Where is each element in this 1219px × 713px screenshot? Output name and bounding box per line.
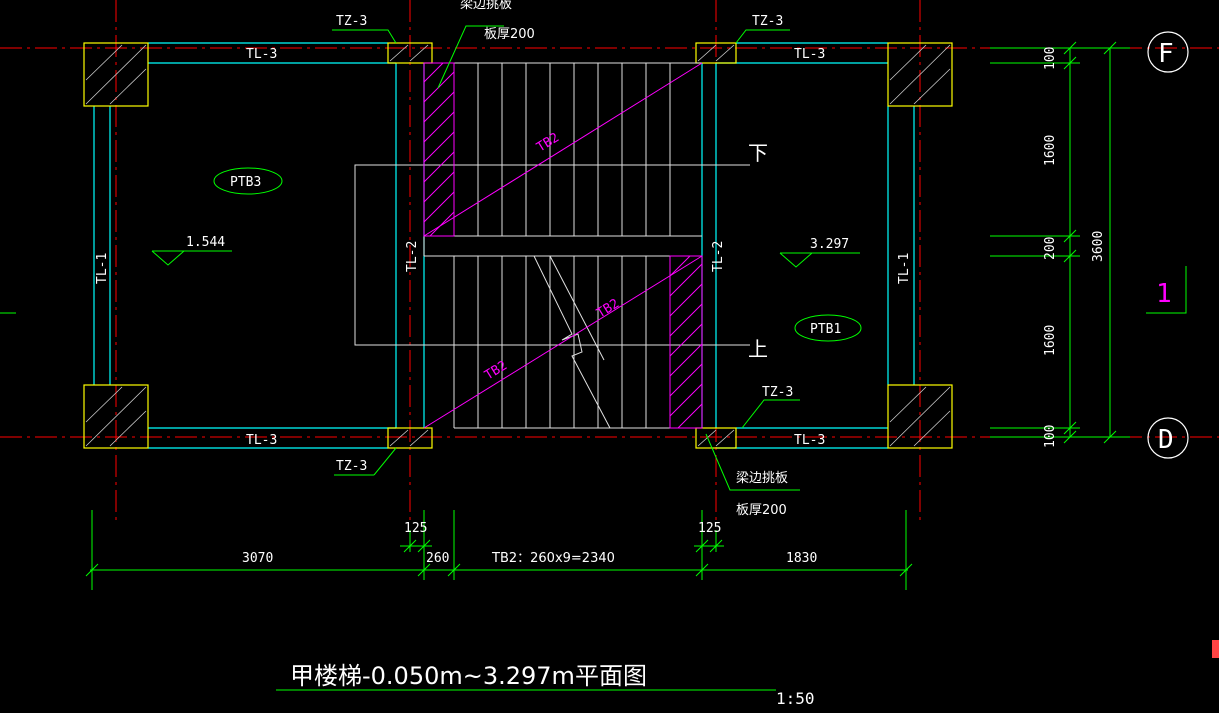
level-right-label: 3.297 — [810, 237, 849, 252]
dimension-lines — [0, 41, 1187, 691]
text-labels: TZ-3 TZ-3 TZ-3 TZ-3 TL-3 TL-3 TL-3 TL-3 … — [95, 0, 1174, 708]
axis-bubble-f — [1147, 31, 1189, 73]
beam-slab-top-label-2: 板厚200 — [484, 27, 535, 42]
axis-bubble-d — [1147, 417, 1189, 459]
level-markers — [151, 167, 862, 342]
tz3-top-right-label: TZ-3 — [752, 14, 783, 29]
drawing-title: 甲楼梯-0.050m~3.297m平面图 — [290, 662, 647, 690]
down-label: 下 — [748, 141, 768, 165]
dim-right-bay: 1830 — [786, 551, 817, 566]
dim-right-200: 200 — [1043, 237, 1058, 260]
dim-right-1600-top: 1600 — [1043, 135, 1058, 166]
tl3-top-right-label: TL-3 — [794, 47, 825, 62]
tz3-top-left-label: TZ-3 — [336, 14, 367, 29]
dim-right-100-top: 100 — [1043, 47, 1058, 70]
dim-flight: TB2：260x9=2340 — [491, 551, 615, 566]
corner-mark — [1212, 640, 1219, 658]
drawing-scale: 1:50 — [776, 689, 815, 708]
beam-slab-bottom-label-2: 板厚200 — [736, 503, 787, 518]
dim-left-bay: 3070 — [242, 551, 273, 566]
stair-treads — [354, 62, 750, 429]
column-bottom-right — [887, 384, 953, 449]
tz3-bottom-left — [387, 427, 433, 449]
tl1-left-label: TL-1 — [95, 253, 110, 284]
tz3-bottom-right — [695, 427, 737, 449]
section-mark-label: 1 — [1156, 279, 1172, 309]
axis-f-label: F — [1158, 39, 1174, 69]
tl3-bottom-left-label: TL-3 — [246, 433, 277, 448]
axis-bubbles — [1147, 31, 1189, 459]
tz3-bottom-left-label: TZ-3 — [336, 459, 367, 474]
level-left-label: 1.544 — [186, 235, 225, 250]
flight-upper-label: TB2 — [534, 130, 562, 155]
tl3-top-left-label: TL-3 — [246, 47, 277, 62]
dim-offset-right: 125 — [698, 521, 721, 536]
axis-lines — [0, 0, 1219, 520]
column-top-left — [83, 42, 149, 107]
tl3-bottom-right-label: TL-3 — [794, 433, 825, 448]
dim-right-1600-bottom: 1600 — [1043, 325, 1058, 356]
column-top-right — [887, 42, 953, 107]
beam-slab-top-label-1: 梁边挑板 — [460, 0, 512, 12]
beam-slab-bottom-label-1: 梁边挑板 — [736, 471, 788, 486]
axis-d-label: D — [1158, 425, 1174, 455]
tz3-top-right — [695, 42, 737, 64]
dim-offset-left: 125 — [404, 521, 427, 536]
tl2-left-label: TL-2 — [405, 241, 420, 272]
dim-well: 260 — [426, 551, 449, 566]
ptb1-label: PTB1 — [810, 322, 841, 337]
tl2-right-label: TL-2 — [711, 241, 726, 272]
ptb3-label: PTB3 — [230, 175, 261, 190]
leader-lines — [332, 25, 800, 491]
dim-right-100-bottom: 100 — [1043, 425, 1058, 448]
flight-lower2-label: TB2 — [482, 358, 510, 383]
beam-edge-slabs — [423, 62, 703, 429]
tl1-right-label: TL-1 — [897, 253, 912, 284]
column-hatching — [85, 44, 951, 447]
up-label: 上 — [748, 337, 768, 361]
columns — [83, 42, 953, 449]
dim-right-total: 3600 — [1091, 231, 1106, 262]
tz3-bottom-right-label: TZ-3 — [762, 385, 793, 400]
column-bottom-left — [83, 384, 149, 449]
tz3-top-left — [387, 42, 433, 64]
